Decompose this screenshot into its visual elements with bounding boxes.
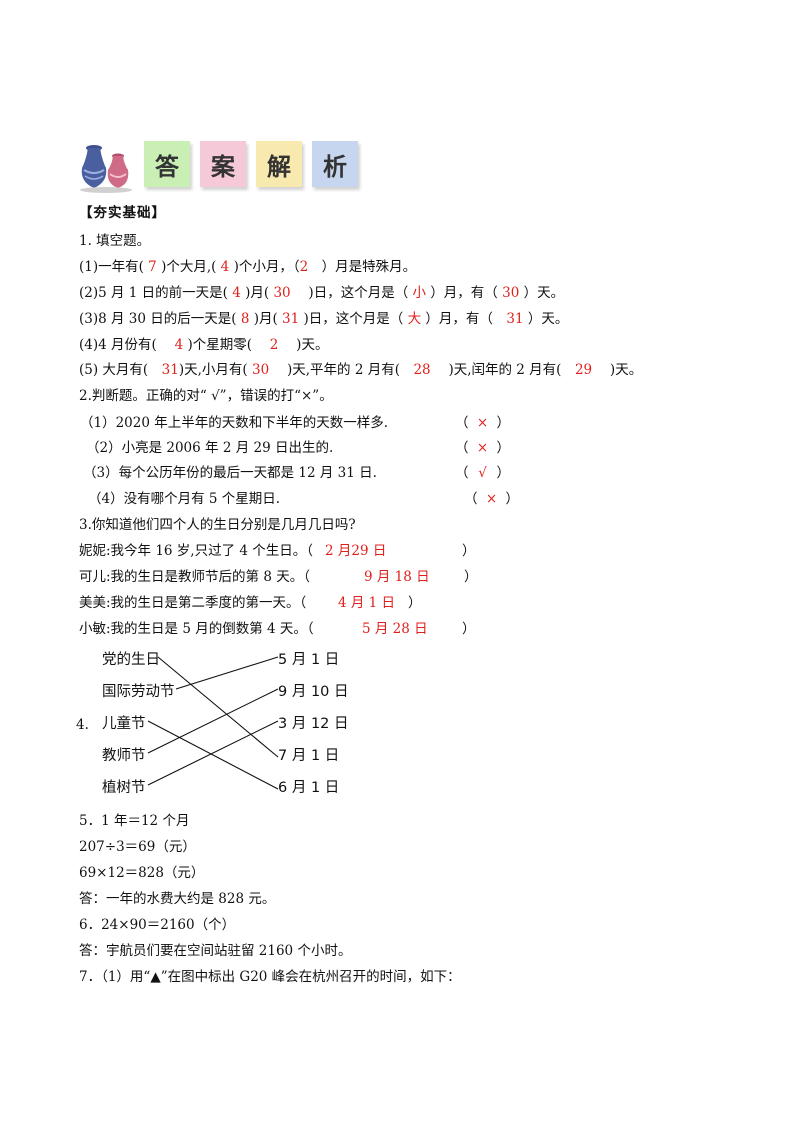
judgement-mark: ×: [476, 415, 489, 431]
q3-item-2: 可儿:我的生日是教师节后的第 8 天。（: [79, 569, 310, 585]
q3-item-3: 美美:我的生日是第二季度的第一天。（: [79, 595, 307, 611]
answer: 31: [148, 362, 179, 378]
matching-lines: [147, 656, 279, 790]
section-title: 【夯实基础】: [79, 205, 166, 221]
banner-box-2: 案: [200, 141, 246, 187]
birthday-answer: 2 月29 日: [325, 543, 387, 559]
matching-diagram: 党的生日 国际劳动节 儿童节 教师节 植树节 5 月 1 日 9 月 10 日 …: [76, 640, 376, 805]
birthday-answer: 5 月 28 日: [362, 621, 428, 637]
q5-line-1: 207÷3＝69（元）: [79, 839, 196, 855]
match-line: [175, 656, 279, 690]
left-item-1: 党的生日: [102, 652, 160, 668]
q2-item-3: （3）每个公历年份的最后一天都是 12 月 31 日.: [83, 465, 377, 481]
match-line: [157, 656, 279, 758]
answer: 4: [156, 337, 188, 353]
match-line: [147, 720, 279, 790]
q6-title: 6．24×90＝2160（个）: [79, 917, 236, 933]
q1-title: 1. 填空题。: [79, 233, 151, 249]
q1-line-3: (3)8 月 30 日的后一天是( 8 )月( 31 )日，这个月是（ 大 ）月…: [79, 311, 569, 327]
answer: 7: [143, 259, 162, 275]
q1-line-5: (5) 大月有( 31)天,小月有( 30 )天,平年的 2 月有( 28 )天…: [79, 362, 643, 378]
banner-box-1: 答: [144, 141, 190, 187]
left-item-3: 儿童节: [102, 716, 146, 732]
q5-line-2: 69×12＝828（元）: [79, 865, 205, 881]
answer: 30: [497, 285, 524, 301]
q3-title: 3.你知道他们四个人的生日分别是几月几日吗?: [79, 517, 356, 533]
answer: 小: [408, 285, 431, 301]
left-item-4: 教师节: [102, 748, 146, 764]
bracket-close: ）: [408, 595, 422, 611]
answer: 30: [247, 362, 274, 378]
answer-analysis-banner: 答 案 解 析: [78, 138, 368, 194]
answer: 2: [252, 337, 283, 353]
q2-item-1: （1）2020 年上半年的天数和下半年的天数一样多.: [80, 415, 389, 431]
right-item-1: 5 月 1 日: [278, 652, 340, 668]
banner-box-3: 解: [256, 141, 302, 187]
q2-item-4: （4）没有哪个月有 5 个星期日.: [88, 491, 281, 507]
answer: 4: [227, 285, 246, 301]
q7-title: 7．（1）用“▲”在图中标出 G20 峰会在杭州召开的时间，如下：: [79, 969, 461, 985]
answer: 29: [561, 362, 597, 378]
judgement-mark: √: [478, 465, 487, 481]
q2-title: 2.判断题。正确的对“ √”，错误的打“×”。: [79, 388, 333, 404]
bracket-close: ）: [462, 543, 476, 559]
q3-item-1: 妮妮:我今年 16 岁,只过了 4 个生日。（: [79, 543, 314, 559]
judgement-mark: ×: [476, 440, 489, 456]
q1-line-4: (4)4 月份有( 4 )个星期零( 2 )天。: [79, 337, 329, 353]
left-item-5: 植树节: [102, 780, 146, 796]
q2-item-4-answer: （×）: [464, 491, 519, 507]
banner-box-4: 析: [312, 141, 358, 187]
match-line: [147, 688, 279, 754]
bracket-close: ）: [462, 621, 476, 637]
q2-item-3-answer: （√）: [455, 465, 510, 481]
q4-number: 4.: [76, 717, 89, 733]
right-item-2: 9 月 10 日: [278, 684, 349, 700]
birthday-answer: 9 月 18 日: [364, 569, 430, 585]
q5-title: 5．1 年＝12 个月: [79, 813, 190, 829]
q1-line-1: (1)一年有( 7 )个大月,( 4 )个小月，（2 ）月是特殊月。: [79, 259, 417, 275]
judgement-mark: ×: [485, 491, 498, 507]
answer: 2: [299, 259, 309, 275]
answer: 8: [236, 311, 254, 327]
answer: 28: [399, 362, 435, 378]
answer: 大: [403, 311, 426, 327]
q2-item-1-answer: （×）: [455, 415, 510, 431]
right-item-4: 7 月 1 日: [278, 748, 340, 764]
answer: 31: [277, 311, 304, 327]
left-item-2: 国际劳动节: [102, 684, 175, 700]
q6-answer: 答：宇航员们要在空间站驻留 2160 个小时。: [79, 943, 352, 959]
q2-item-2: （2）小亮是 2006 年 2 月 29 日出生的.: [86, 440, 334, 456]
match-line: [147, 720, 279, 786]
answer: 30: [269, 285, 295, 301]
right-item-5: 6 月 1 日: [278, 780, 340, 796]
answer: 31: [492, 311, 528, 327]
vase-icon: [80, 145, 132, 193]
q1-line-2: (2)5 月 1 日的前一天是( 4 )月( 30 )日，这个月是（ 小 ）月，…: [79, 285, 565, 301]
q3-item-4: 小敏:我的生日是 5 月的倒数第 4 天。（: [79, 621, 314, 637]
q5-answer: 答：一年的水费大约是 828 元。: [79, 891, 276, 907]
q2-item-2-answer: （×）: [455, 440, 510, 456]
birthday-answer: 4 月 1 日: [338, 595, 396, 611]
answer: 4: [216, 259, 234, 275]
right-item-3: 3 月 12 日: [278, 716, 349, 732]
bracket-close: ）: [464, 569, 478, 585]
